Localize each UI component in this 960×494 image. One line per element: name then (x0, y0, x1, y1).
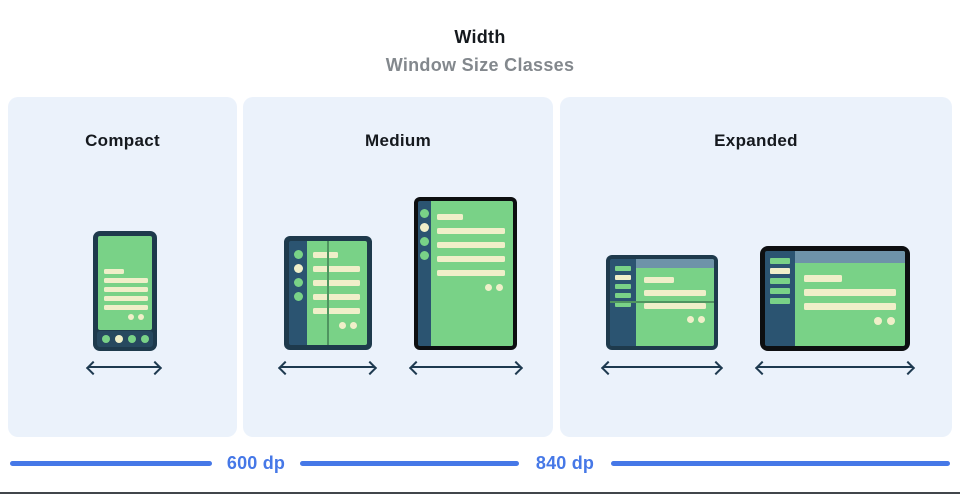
content-line (104, 287, 148, 292)
ruler-line (10, 461, 212, 466)
dot-icon (138, 314, 144, 320)
rail-bar-icon (615, 302, 631, 307)
width-arrow-icon (603, 366, 721, 368)
rail-bar-icon (615, 275, 631, 280)
app-topbar (636, 259, 714, 268)
action-dots (804, 317, 896, 325)
dot-icon (128, 314, 134, 320)
content-line-short (104, 269, 124, 274)
width-arrow-icon (88, 366, 160, 368)
content-line-short (644, 277, 674, 283)
fold-line (610, 301, 714, 303)
phone-illustration (93, 231, 157, 351)
content-line (437, 270, 505, 276)
dot-icon (698, 316, 705, 323)
content-line (313, 294, 360, 300)
content-line (313, 308, 360, 314)
rail-bar-icon (770, 268, 790, 274)
nav-dot-icon (114, 335, 123, 343)
content-line-short (804, 275, 842, 282)
ruler-line (611, 461, 950, 466)
rail-dot-icon (293, 264, 303, 273)
content-line (437, 228, 505, 234)
content-line (104, 305, 148, 310)
tablet-landscape-illustration (760, 246, 910, 351)
nav-dot-icon (140, 335, 149, 343)
nav-dot-icon (127, 335, 136, 343)
rail-bar-icon (770, 298, 790, 304)
rail-dot-icon (293, 250, 303, 259)
dot-icon (339, 322, 346, 329)
width-arrow-icon (757, 366, 913, 368)
nav-rail (289, 241, 307, 345)
tablet-screen (431, 201, 513, 346)
ruler-label-840dp: 840 dp (535, 453, 595, 473)
panel-expanded: Expanded (560, 97, 952, 437)
dot-icon (687, 316, 694, 323)
content-line (644, 303, 706, 309)
width-arrow-icon (280, 366, 375, 368)
action-dots (644, 316, 706, 323)
app-content (795, 263, 905, 325)
ruler-label-600dp: 600 dp (226, 453, 286, 473)
rail-bar-icon (615, 284, 631, 289)
panel-compact-title: Compact (85, 131, 160, 150)
rail-dot-icon (420, 237, 429, 246)
nav-rail (765, 251, 795, 346)
rail-bar-icon (770, 288, 790, 294)
rail-dot-icon (420, 209, 429, 218)
content-line (104, 296, 148, 301)
panel-medium-title: Medium (364, 131, 432, 150)
action-dots (437, 284, 505, 291)
phone-navbar (97, 331, 153, 347)
rail-dot-icon (420, 223, 429, 232)
dot-icon (350, 322, 357, 329)
action-dots (104, 314, 148, 320)
nav-rail (418, 201, 431, 346)
nav-dot-icon (101, 335, 110, 343)
content-line (804, 303, 896, 310)
ruler-line (300, 461, 519, 466)
tablet-portrait-illustration (414, 197, 517, 350)
panel-expanded-title: Expanded (714, 131, 798, 150)
content-line (437, 242, 505, 248)
rail-bar-icon (770, 258, 790, 264)
app-topbar (795, 251, 905, 263)
content-line (437, 256, 505, 262)
rail-bar-icon (615, 293, 631, 298)
content-line (804, 289, 896, 296)
dot-icon (496, 284, 503, 291)
content-line-short (313, 252, 338, 258)
content-line-short (437, 214, 463, 220)
page-title: Width (454, 27, 506, 47)
width-arrow-icon (411, 366, 521, 368)
action-dots (313, 322, 360, 329)
foldable-illustration (284, 236, 372, 350)
app-content (636, 268, 714, 323)
foldable-landscape-illustration (606, 255, 718, 350)
page-subtitle: Window Size Classes (385, 55, 575, 75)
panel-medium: Medium (243, 97, 553, 437)
app-window (795, 251, 905, 346)
content-line (644, 290, 706, 296)
rail-bar-icon (770, 278, 790, 284)
image-bottom-border (0, 492, 960, 494)
content-line (313, 266, 360, 272)
rail-dot-icon (293, 278, 303, 287)
fold-line (327, 241, 329, 345)
dot-icon (887, 317, 895, 325)
rail-bar-icon (615, 266, 631, 271)
rail-dot-icon (420, 251, 429, 260)
content-line (104, 278, 148, 283)
rail-dot-icon (293, 292, 303, 301)
dot-icon (485, 284, 492, 291)
dot-icon (874, 317, 882, 325)
content-line (313, 280, 360, 286)
panel-compact: Compact (8, 97, 237, 437)
foldable-screen (307, 241, 367, 345)
phone-screen (98, 236, 152, 330)
